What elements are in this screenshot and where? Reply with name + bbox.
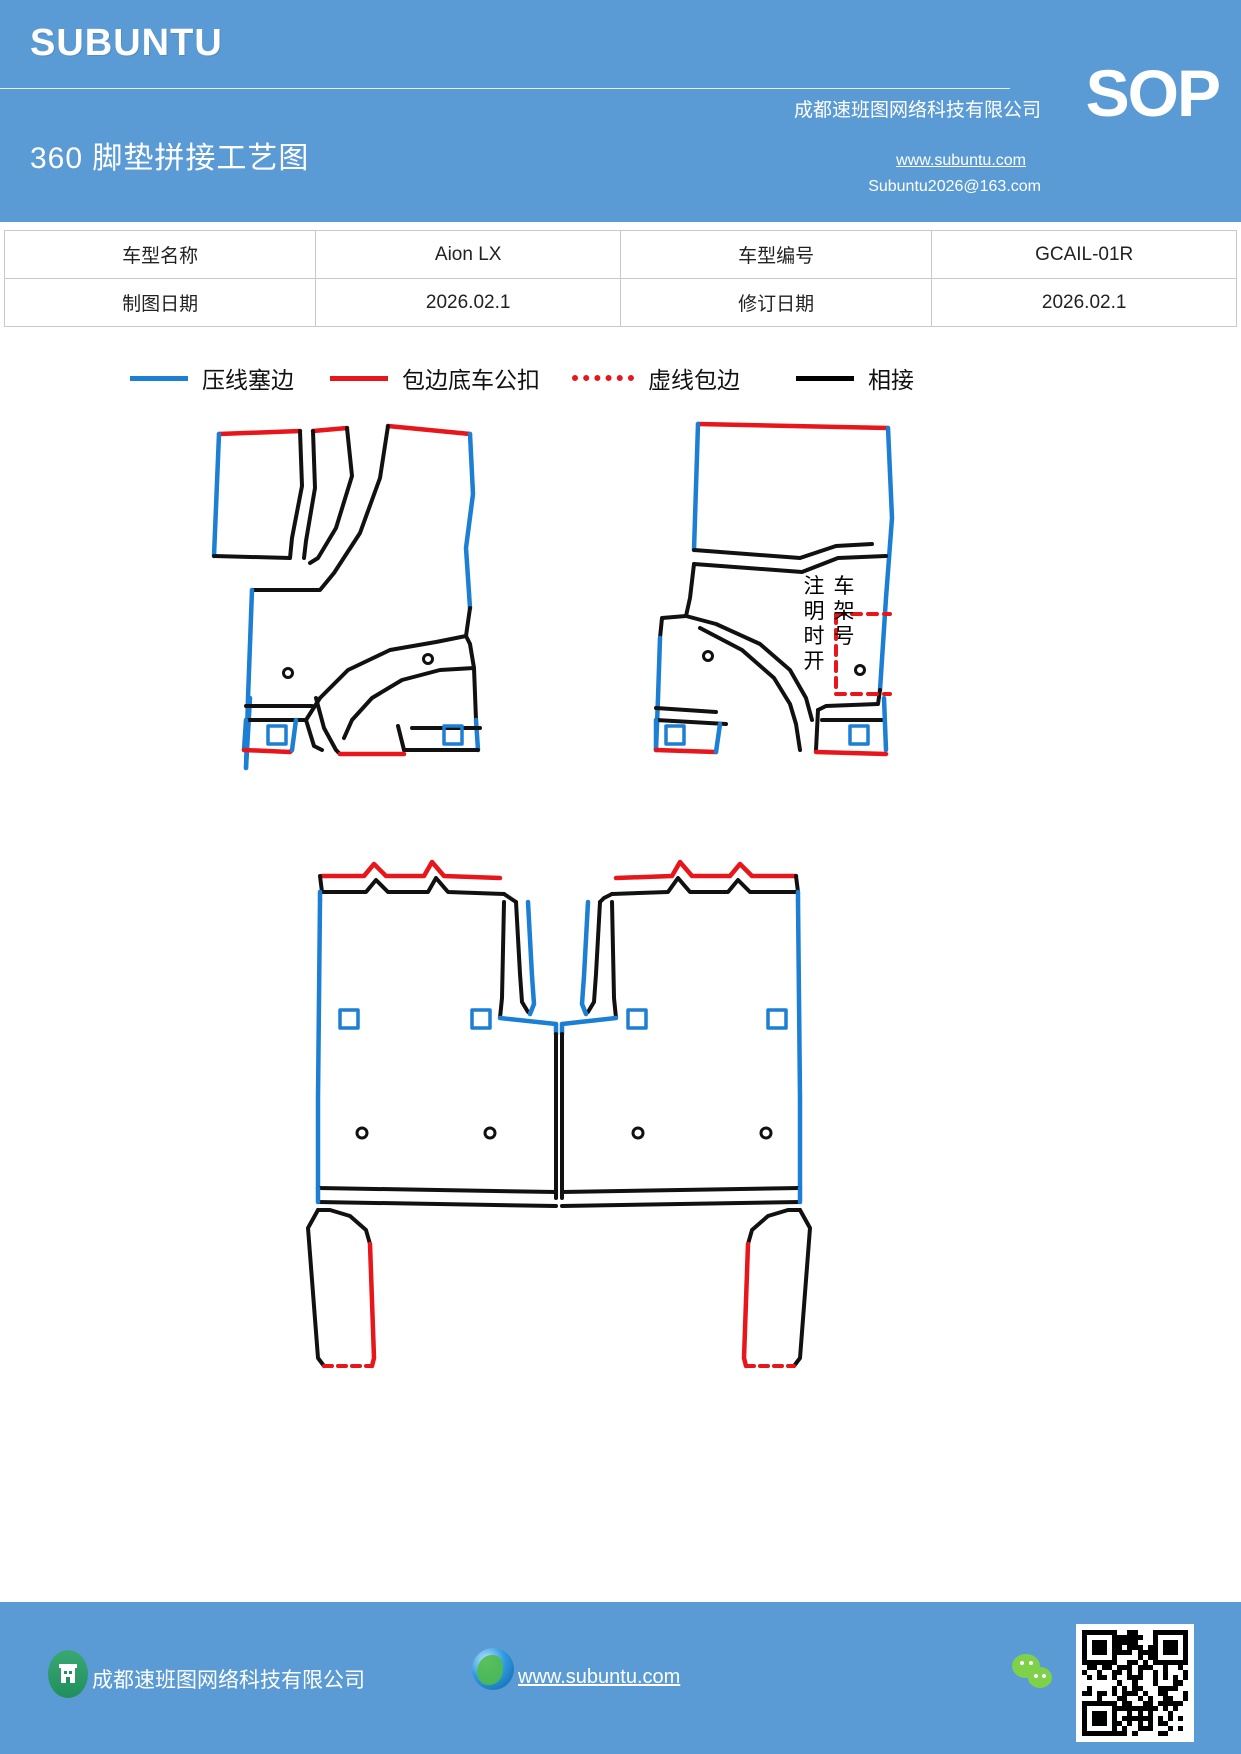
- header-company-name: 成都速班图网络科技有限公司: [793, 100, 1041, 121]
- rear-left-mat: [306, 859, 559, 1369]
- rear-right-mat: [559, 859, 812, 1369]
- header-divider: [0, 88, 1010, 89]
- legend-label-2: 虚线包边: [648, 367, 740, 393]
- qr-code-matrix: [1082, 1630, 1188, 1736]
- line-swatch-red-icon: [330, 375, 388, 381]
- mat-pattern-drawing: 注明时开 车架号: [0, 398, 1241, 1590]
- legend-label-1: 包边底车公扣: [402, 367, 540, 393]
- brand-logo: SUBUNTU: [30, 22, 223, 64]
- cell-model-code-value: GCAIL-01R: [931, 230, 1237, 279]
- line-swatch-blue-icon: [130, 375, 188, 381]
- table-row: 车型名称 Aion LX 车型编号 GCAIL-01R: [3, 230, 1237, 279]
- legend-label-3: 相接: [868, 367, 914, 393]
- qr-code[interactable]: [1076, 1624, 1194, 1742]
- legend-item-1: 包边底车公扣: [330, 361, 540, 395]
- page-header: SUBUNTU 360 脚垫拼接工艺图 SOP 成都速班图网络科技有限公司 ww…: [0, 0, 1241, 222]
- cell-draw-date-value: 2026.02.1: [315, 278, 621, 327]
- table-row: 制图日期 2026.02.1 修订日期 2026.02.1: [3, 278, 1237, 327]
- cell-model-name-value: Aion LX: [315, 230, 621, 279]
- building-glyph-icon: [59, 1664, 77, 1683]
- cell-revise-date-label: 修订日期: [619, 278, 933, 327]
- cell-draw-date-label: 制图日期: [3, 278, 317, 327]
- legend-item-2: 虚线包边: [572, 361, 740, 395]
- footer-company-name: 成都速班图网络科技有限公司: [92, 1669, 365, 1692]
- legend: 压线塞边 包边底车公扣 虚线包边 相接: [0, 358, 1241, 398]
- page-title: 360 脚垫拼接工艺图: [30, 142, 310, 175]
- vehicle-info-table: 车型名称 Aion LX 车型编号 GCAIL-01R 制图日期 2026.02…: [3, 230, 1237, 327]
- line-swatch-black-icon: [796, 375, 854, 381]
- cell-model-code-label: 车型编号: [619, 230, 933, 279]
- wechat-icon: [1012, 1654, 1058, 1694]
- header-email: Subuntu2026@163.com: [868, 178, 1041, 195]
- header-website-link[interactable]: www.subuntu.com: [896, 152, 1026, 169]
- legend-item-3: 相接: [796, 361, 914, 395]
- sop-badge: SOP: [1085, 56, 1221, 130]
- note-column-vin: 车架号: [833, 575, 855, 648]
- line-swatch-red-dotted-icon: [572, 375, 634, 381]
- building-icon: [48, 1650, 88, 1698]
- legend-label-0: 压线塞边: [202, 367, 294, 393]
- page-footer: 成都速班图网络科技有限公司 www.subuntu.com: [0, 1602, 1241, 1754]
- front-left-mat: [211, 423, 482, 771]
- note-column-instruction: 注明时开: [803, 575, 825, 673]
- drawing-canvas: [211, 421, 895, 1369]
- wechat-bubble-small: [1028, 1667, 1052, 1688]
- globe-icon: [472, 1648, 514, 1690]
- legend-item-0: 压线塞边: [130, 361, 294, 395]
- cell-revise-date-value: 2026.02.1: [931, 278, 1237, 327]
- cell-model-name-label: 车型名称: [3, 230, 317, 279]
- front-right-mat: [653, 421, 895, 757]
- footer-website-link[interactable]: www.subuntu.com: [518, 1666, 681, 1688]
